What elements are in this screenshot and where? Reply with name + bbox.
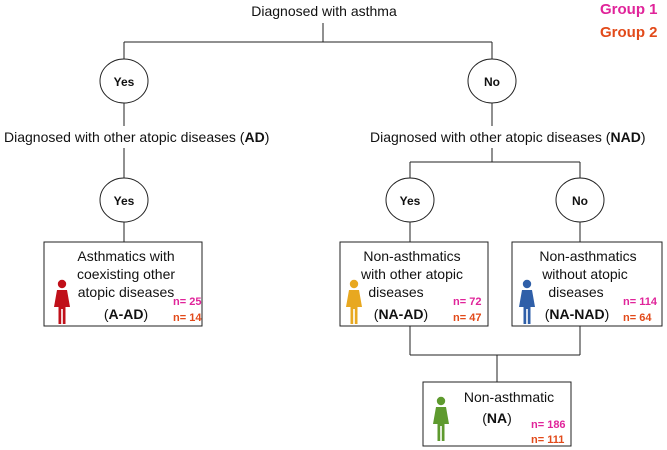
yes-node-nad: Yes [385,177,435,223]
box-na-nad-line2: without atopic [541,266,628,282]
box-na-line1: Non-asthmatic [464,389,554,405]
box-na: Non-asthmatic (NA) n= 186 n= 111 [422,381,572,447]
box-na-ad-code: (NA-AD) [374,306,428,322]
legend-group1: Group 1 [600,1,658,18]
yes-node-ad: Yes [99,177,149,223]
box-a-ad-line2: coexisting other [77,266,175,282]
box-na-n-group1: n= 186 [531,419,566,431]
box-na-nad-n-group1: n= 114 [623,296,658,308]
box-na-nad-line3: diseases [548,284,603,300]
box-na-ad: Non-asthmatics with other atopic disease… [339,241,489,327]
yes-label: Yes [400,194,421,208]
no-node-nad: No [555,177,605,223]
right-question: Diagnosed with other atopic diseases (NA… [370,129,645,145]
box-na-n-group2: n= 111 [531,434,564,446]
left-question: Diagnosed with other atopic diseases (AD… [4,129,269,145]
no-node-right: No [467,58,517,104]
box-na-code: (NA) [482,410,512,426]
box-na-ad-line2: with other atopic [360,266,463,282]
root-question: Diagnosed with asthma [251,3,397,19]
box-a-ad-code: (A-AD) [104,306,148,322]
yes-node-left: Yes [99,58,149,104]
box-na-nad: Non-asthmatics without atopic diseases (… [511,241,663,327]
box-a-ad-line3: atopic diseases [78,284,175,300]
yes-label: Yes [114,194,135,208]
box-na-ad-line1: Non-asthmatics [363,248,460,264]
box-a-ad-n-group2: n= 14 [173,312,202,324]
box-na-nad-code: (NA-NAD) [545,306,610,322]
box-na-ad-n-group1: n= 72 [453,296,481,308]
box-a-ad: Asthmatics with coexisting other atopic … [43,241,203,327]
box-na-nad-n-group2: n= 64 [623,312,652,324]
box-na-ad-n-group2: n= 47 [453,312,481,324]
no-label: No [484,75,500,89]
box-na-nad-line1: Non-asthmatics [539,248,636,264]
no-label: No [572,194,588,208]
legend-group2: Group 2 [600,24,658,41]
box-a-ad-n-group1: n= 25 [173,296,201,308]
yes-label: Yes [114,75,135,89]
connector-lines [123,23,581,382]
box-a-ad-line1: Asthmatics with [77,248,174,264]
box-na-ad-line3: diseases [368,284,423,300]
